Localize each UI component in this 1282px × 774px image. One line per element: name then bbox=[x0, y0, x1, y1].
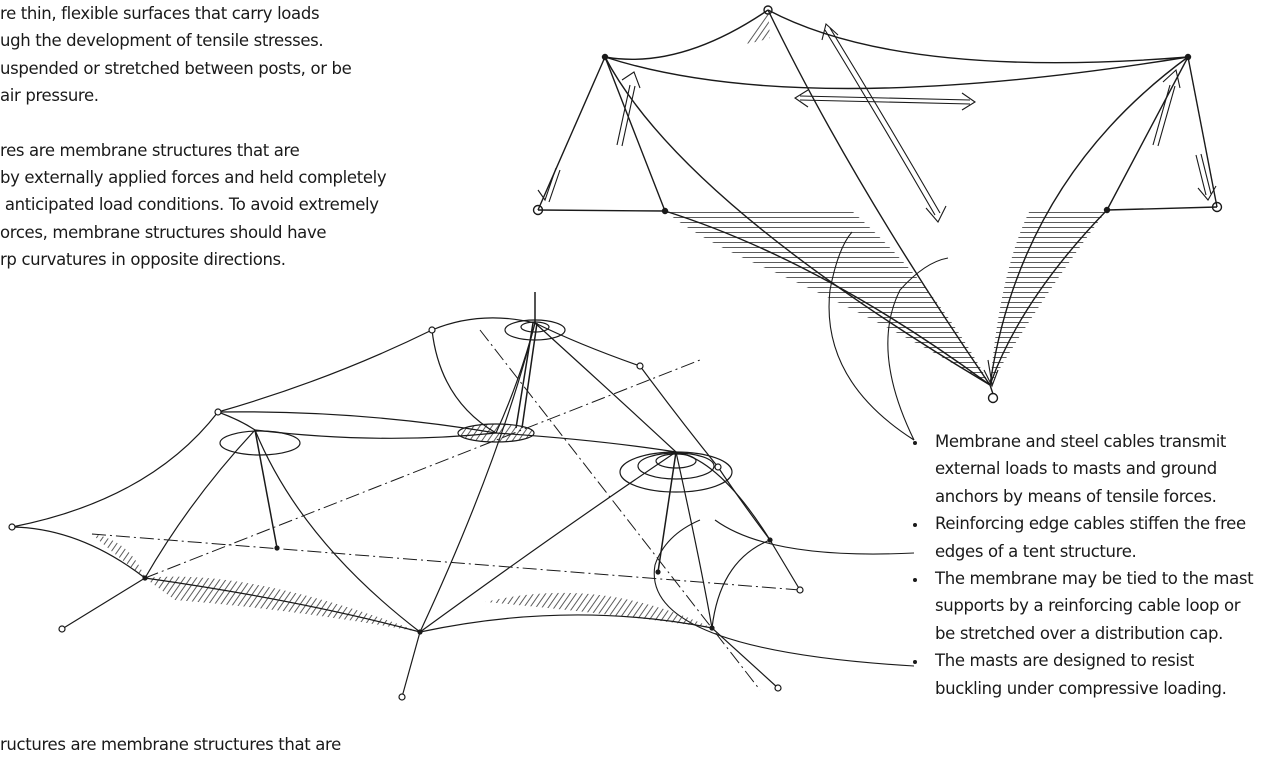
intro-line: anticipated load conditions. To avoid ex… bbox=[0, 191, 386, 218]
bullet-line: The masts are designed to resist bbox=[935, 647, 1253, 674]
intro-line: orces, membrane structures should have bbox=[0, 219, 386, 246]
intro-line: by externally applied forces and held co… bbox=[0, 164, 386, 191]
hatched-edge-left bbox=[665, 211, 990, 385]
bullet-line: anchors by means of tensile forces. bbox=[935, 483, 1253, 510]
intro-line: re thin, flexible surfaces that carry lo… bbox=[0, 0, 386, 27]
intro-line: rp curvatures in opposite directions. bbox=[0, 246, 386, 273]
bullet-line: The membrane may be tied to the mast bbox=[935, 565, 1253, 592]
bullet-item-tensile-forces: Membrane and steel cables transmit exter… bbox=[913, 428, 1253, 510]
bullet-line: supports by a reinforcing cable loop or bbox=[935, 592, 1253, 619]
intro-text: re thin, flexible surfaces that carry lo… bbox=[0, 0, 386, 274]
bullet-line: be stretched over a distribution cap. bbox=[935, 620, 1253, 647]
intro-line: air pressure. bbox=[0, 82, 386, 109]
tent-perspective-diagram bbox=[9, 292, 803, 700]
bullet-line: Reinforcing edge cables stiffen the free bbox=[935, 510, 1253, 537]
hatched-edge-right bbox=[990, 210, 1107, 385]
bullet-line: edges of a tent structure. bbox=[935, 538, 1253, 565]
bullet-item-mast-buckling: The masts are designed to resist bucklin… bbox=[913, 647, 1253, 702]
bullet-item-mast-supports: The membrane may be tied to the mast sup… bbox=[913, 565, 1253, 647]
saddle-membrane-diagram bbox=[534, 6, 1222, 403]
intro-line: uspended or stretched between posts, or … bbox=[0, 55, 386, 82]
hatched-top-corner bbox=[745, 10, 770, 44]
bullet-line: Membrane and steel cables transmit bbox=[935, 428, 1253, 455]
intro-line: ugh the development of tensile stresses. bbox=[0, 27, 386, 54]
intro-line: res are membrane structures that are bbox=[0, 137, 386, 164]
bottom-text: ructures are membrane structures that ar… bbox=[0, 732, 341, 758]
bullet-line: buckling under compressive loading. bbox=[935, 675, 1253, 702]
hatched-edge-front-left bbox=[145, 577, 420, 632]
bullet-item-edge-cables: Reinforcing edge cables stiffen the free… bbox=[913, 510, 1253, 565]
bullet-list: Membrane and steel cables transmit exter… bbox=[913, 428, 1253, 702]
bullet-line: external loads to masts and ground bbox=[935, 455, 1253, 482]
